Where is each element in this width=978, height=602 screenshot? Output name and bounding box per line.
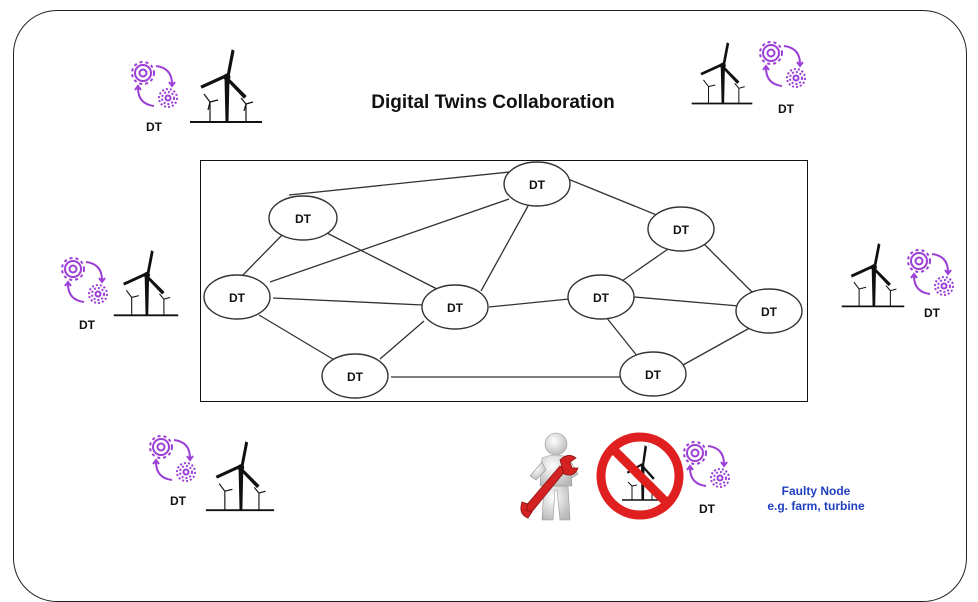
dt-label: DT: [79, 318, 95, 332]
gears-icon: [61, 257, 108, 304]
network-node: DT: [567, 274, 635, 320]
svg-text:DT: DT: [347, 370, 364, 384]
svg-text:DT: DT: [645, 368, 662, 382]
edge: [488, 298, 570, 308]
gears-icon: [759, 41, 806, 88]
svg-text:DT: DT: [529, 178, 546, 192]
dt-label: DT: [170, 494, 186, 508]
dt-network-box: DT DT DT DT DT DT: [200, 160, 808, 402]
svg-text:DT: DT: [593, 291, 610, 305]
network-node: DT: [647, 206, 715, 252]
svg-text:DT: DT: [447, 301, 464, 315]
edge: [480, 205, 529, 292]
faulty-caption-line-2: e.g. farm, turbine: [767, 499, 865, 513]
edge: [241, 231, 286, 277]
edge: [633, 296, 740, 307]
wind-turbine-icon: [113, 250, 179, 317]
edge: [272, 297, 424, 306]
network-node: DT: [503, 161, 571, 207]
wind-turbine-icon: [205, 441, 275, 512]
gears-icon: [149, 435, 196, 482]
edge: [258, 314, 337, 362]
network-nodes: DT DT DT DT DT DT: [203, 161, 803, 399]
edge: [605, 316, 639, 358]
gears-icon: [907, 249, 954, 296]
faulty-caption-line-1: Faulty Node: [781, 484, 851, 498]
no-turbine-prohibited-icon: [596, 432, 684, 520]
network-node: DT: [619, 351, 687, 397]
dt-network-graph: DT DT DT DT DT DT: [203, 161, 803, 399]
network-node: DT: [421, 284, 489, 330]
edge: [567, 178, 665, 219]
edge: [288, 170, 520, 196]
dt-label: DT: [146, 120, 162, 134]
network-node: DT: [321, 353, 389, 399]
wind-turbine-icon: [190, 49, 262, 123]
network-edges: [241, 170, 756, 378]
edge: [269, 198, 510, 283]
faulty-node-caption: Faulty Node e.g. farm, turbine: [746, 484, 886, 514]
network-node: DT: [203, 274, 271, 320]
network-node: DT: [268, 195, 338, 241]
gears-icon: [683, 441, 730, 488]
svg-text:DT: DT: [295, 212, 312, 226]
gears-icon: [131, 61, 178, 108]
mechanic-with-wrench-icon: [520, 432, 579, 521]
svg-text:DT: DT: [229, 291, 246, 305]
edge: [682, 324, 756, 366]
dt-label: DT: [778, 102, 794, 116]
svg-text:DT: DT: [673, 223, 690, 237]
network-node: DT: [735, 288, 803, 334]
diagram-title: Digital Twins Collaboration: [371, 92, 615, 113]
edge: [702, 242, 754, 294]
dt-label: DT: [924, 306, 940, 320]
edge: [618, 246, 672, 284]
edge: [320, 229, 438, 290]
dt-label: DT: [699, 502, 715, 516]
wind-turbine-icon: [841, 243, 905, 308]
svg-text:DT: DT: [761, 305, 778, 319]
wind-turbine-icon: [691, 42, 753, 105]
edge: [379, 320, 425, 360]
